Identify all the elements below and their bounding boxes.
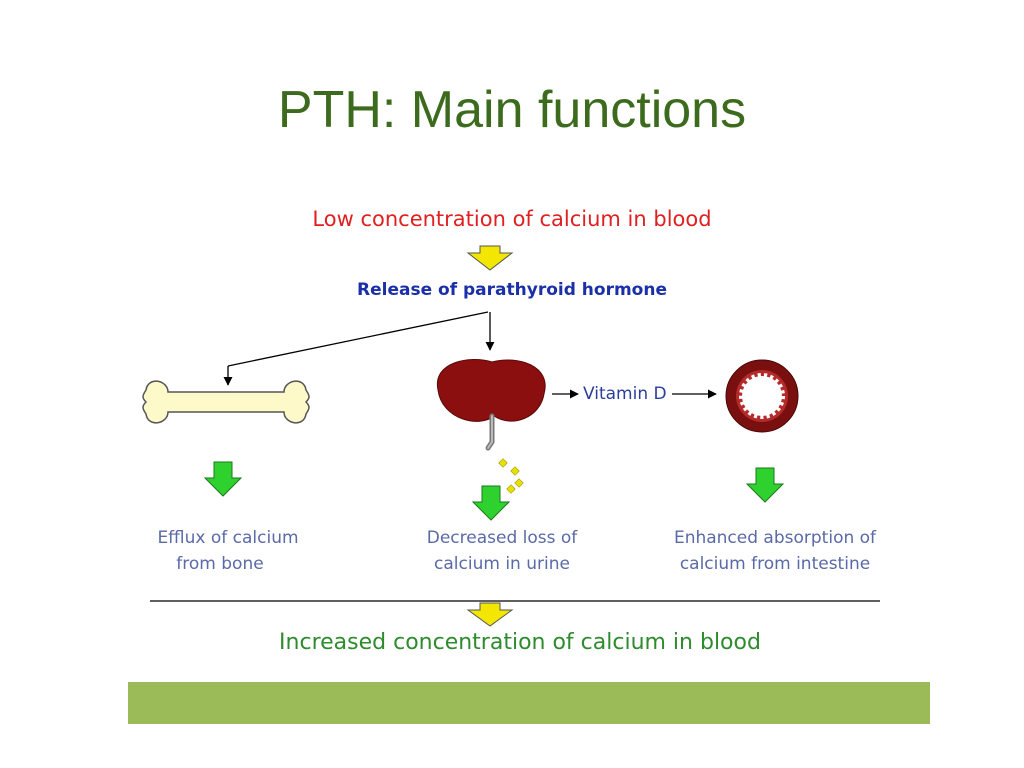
vitamin-d-label: Vitamin D — [583, 384, 667, 404]
page-title: PTH: Main functions — [277, 81, 747, 139]
green-arrow-bone — [203, 461, 243, 497]
effect-intestine-label: Enhanced absorption of calcium from inte… — [640, 525, 910, 577]
bone-icon — [142, 380, 310, 424]
arrow-hormone-to-bone-diag — [227, 311, 489, 367]
yellow-arrow-top — [466, 245, 514, 271]
result-label: Increased concentration of calcium in bl… — [279, 630, 761, 655]
effect-intestine-line-1: Enhanced absorption of — [673, 528, 877, 548]
footer-accent-bar — [128, 682, 930, 724]
intestine-icon — [725, 359, 799, 433]
trigger-label: Low concentration of calcium in blood — [312, 207, 712, 231]
green-arrow-intestine — [745, 467, 785, 503]
effect-bone-line-2: from bone — [176, 554, 264, 574]
hormone-label: Release of parathyroid hormone — [357, 280, 667, 300]
kidney-icon — [436, 359, 546, 494]
effect-kidney-label: Decreased loss of calcium in urine — [372, 525, 632, 577]
effect-kidney-line-2: calcium in urine — [434, 554, 570, 574]
effect-kidney-line-1: Decreased loss of — [426, 528, 578, 548]
effect-bone-line-1: Efflux of calcium — [157, 528, 299, 548]
effect-bone-label: Efflux of calcium from bone — [98, 525, 358, 577]
green-arrow-kidney — [471, 485, 511, 521]
effect-intestine-line-2: calcium from intestine — [679, 554, 871, 574]
yellow-arrow-bottom — [466, 602, 514, 627]
